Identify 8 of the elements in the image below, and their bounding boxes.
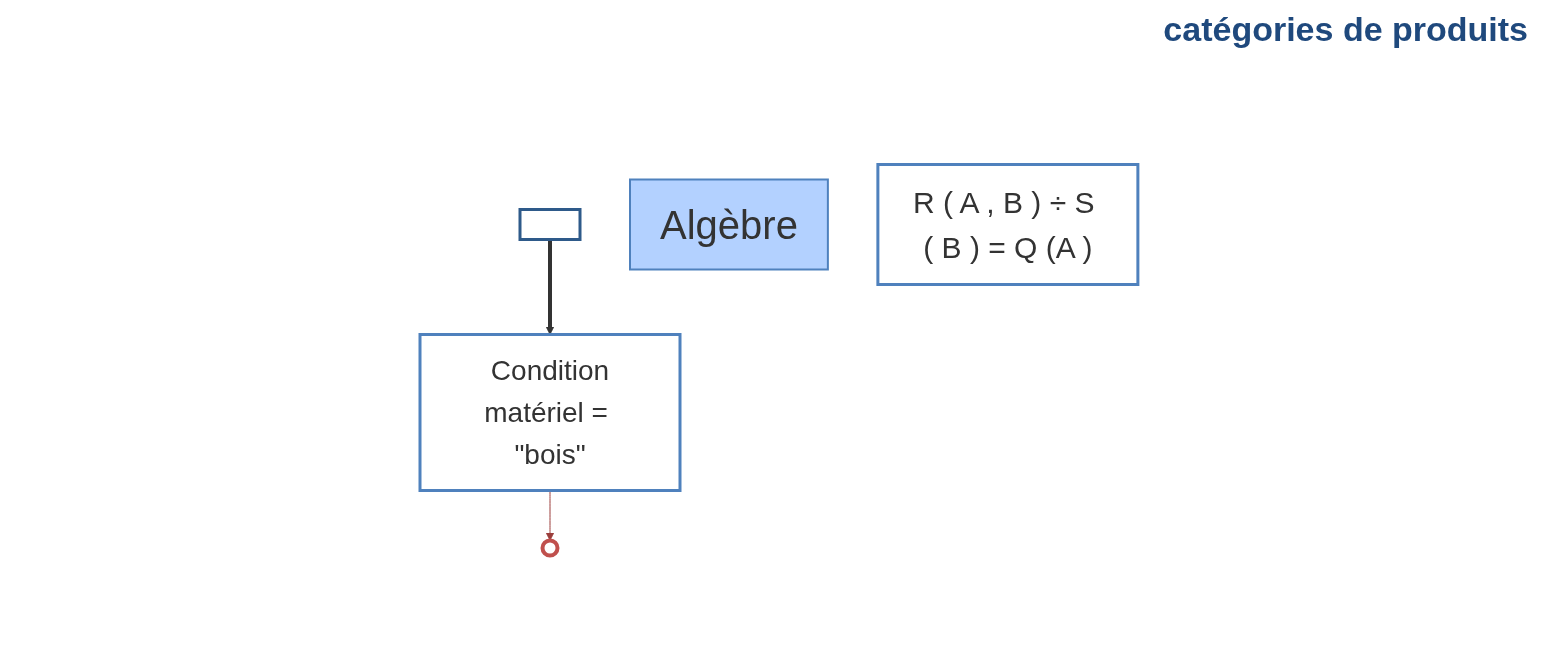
node-circle: [540, 538, 560, 558]
category-text: catégories de produits: [1163, 10, 1528, 49]
arrow: [545, 490, 555, 541]
node-box: [518, 208, 582, 241]
node-box: Condition matériel = "bois": [418, 333, 682, 492]
node-box: R ( A , B ) ÷ S ( B ) = Q (A ): [876, 163, 1140, 286]
node-box: Algèbre: [629, 178, 829, 271]
arrow: [545, 239, 555, 335]
